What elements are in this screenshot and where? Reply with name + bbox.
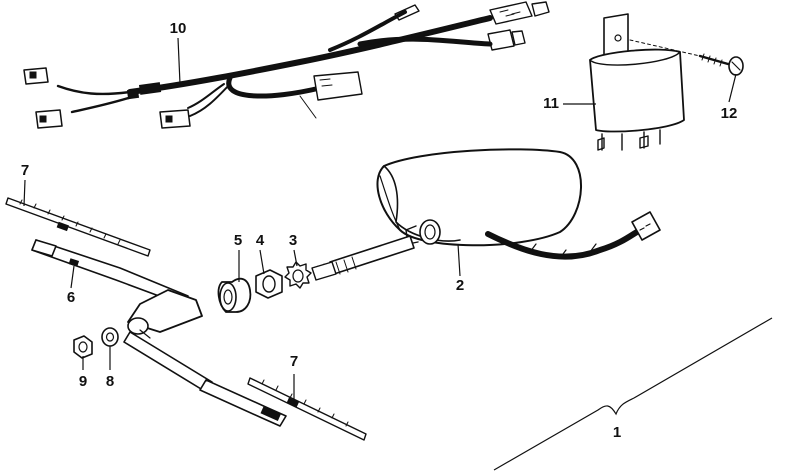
callout-3: 3 <box>289 232 297 249</box>
callout-10: 10 <box>170 20 187 37</box>
callout-12: 12 <box>721 105 738 122</box>
wiper-motor <box>311 148 661 281</box>
washer <box>101 327 119 347</box>
screw <box>698 53 744 76</box>
callout-1: 1 <box>613 424 621 441</box>
wiper-blade-lower <box>247 377 367 441</box>
leader-lines <box>23 37 773 471</box>
hex-nut <box>255 269 283 299</box>
cap-nut <box>73 335 93 359</box>
callout-11: 11 <box>543 95 559 112</box>
bushing <box>217 277 252 313</box>
callout-7b: 7 <box>290 353 298 370</box>
callout-labels: 10 11 12 7 5 4 3 2 6 7 9 8 1 <box>21 20 738 441</box>
callout-2: 2 <box>456 277 464 294</box>
callout-9: 9 <box>79 373 87 390</box>
wiper-arm <box>31 239 287 427</box>
callout-6: 6 <box>67 289 75 306</box>
wiring-harness <box>23 1 550 129</box>
callout-5: 5 <box>234 232 242 249</box>
callout-8: 8 <box>106 373 114 390</box>
star-washer <box>284 261 312 289</box>
callout-4: 4 <box>256 232 265 249</box>
wiper-blade-upper <box>5 197 151 257</box>
relay <box>589 13 701 151</box>
callout-7a: 7 <box>21 162 29 179</box>
